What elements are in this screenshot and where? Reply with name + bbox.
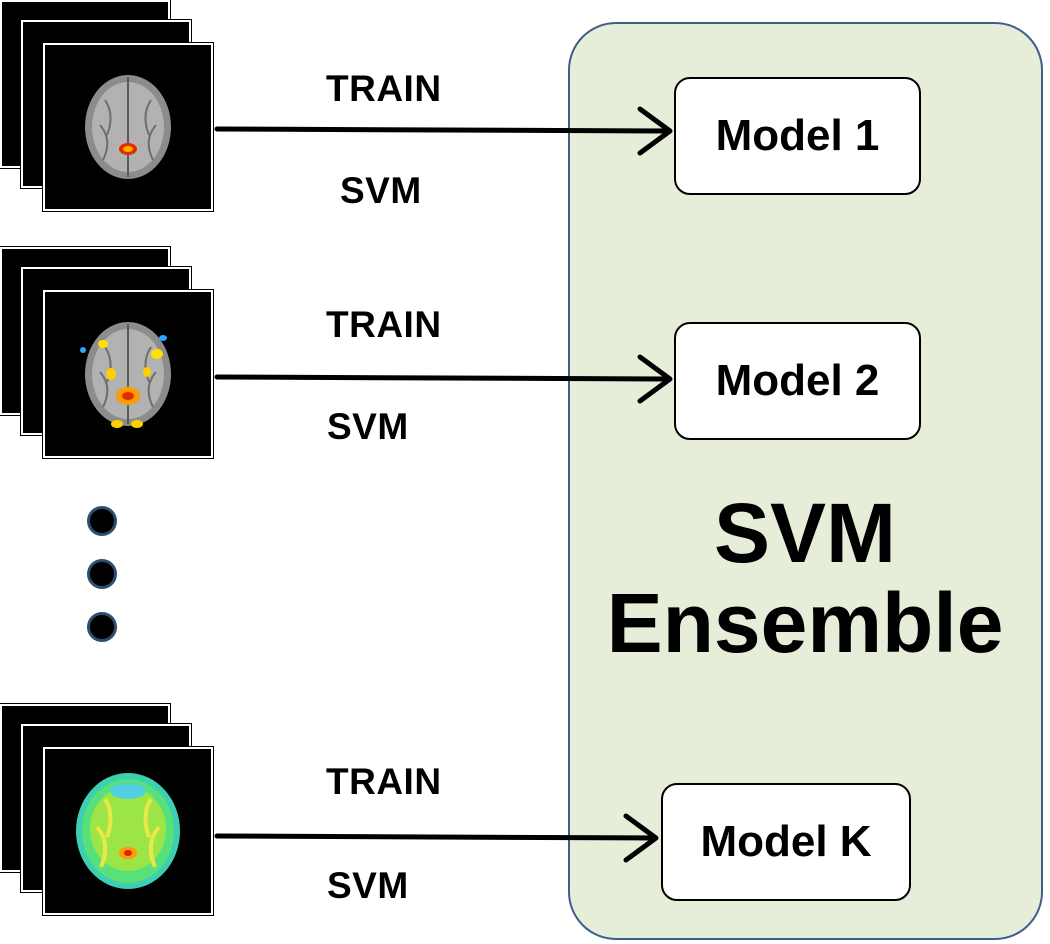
- image-stack-1: [0, 0, 220, 220]
- ellipsis-dot-icon: [87, 506, 117, 536]
- train-label-2: TRAIN: [326, 304, 442, 345]
- ensemble-title-line1: SVM: [713, 486, 897, 580]
- train-label-k: TRAIN: [326, 761, 442, 802]
- brain-slice-image: [42, 289, 214, 459]
- model-1-box: Model 1: [674, 77, 921, 195]
- ellipsis-dot-icon: [87, 612, 117, 642]
- ensemble-title-line2: Ensemble: [606, 576, 1004, 670]
- svm-label-2: SVM: [327, 406, 409, 447]
- arrow-right-icon: [214, 813, 659, 863]
- svm-label-1: SVM: [340, 170, 422, 211]
- brain-slice-image: [42, 746, 214, 916]
- image-stack-k: [0, 703, 220, 924]
- model-k-box: Model K: [661, 783, 911, 901]
- model-2-box: Model 2: [674, 322, 921, 440]
- arrow-right-icon: [214, 106, 673, 156]
- ellipsis-dot-icon: [87, 559, 117, 589]
- image-stack-2: [0, 246, 220, 467]
- train-label-1: TRAIN: [326, 68, 442, 109]
- brain-slice-image: [42, 42, 214, 212]
- arrow-right-icon: [214, 354, 673, 404]
- svm-label-k: SVM: [327, 865, 409, 906]
